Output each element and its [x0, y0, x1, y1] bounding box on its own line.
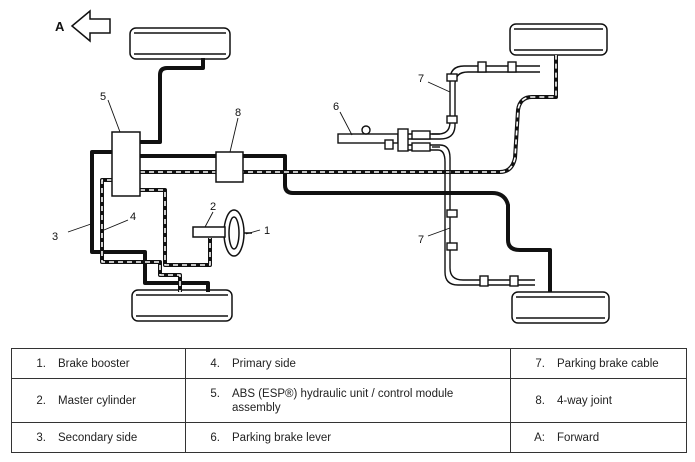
- legend-table: 1. Brake booster 4. Primary side 7. Parking…: [11, 348, 687, 453]
- legend-cell: 1. Brake booster: [11, 348, 186, 379]
- legend-number: 2.: [36, 394, 46, 407]
- legend-label: Primary side: [232, 357, 296, 370]
- wheel-rear-left: [131, 289, 233, 322]
- legend-cell: 7. Parking brake cable: [510, 348, 687, 379]
- legend-number: 4.: [210, 357, 220, 370]
- callout-2: 2: [210, 201, 216, 213]
- legend-cell: 5. ABS (ESP®) hydraulic unit / control mo…: [185, 378, 511, 423]
- callout-leaders: [67, 81, 451, 237]
- callout-8: 8: [235, 107, 241, 119]
- callout-7-bottom: 7: [418, 234, 424, 246]
- four-way-joint: [215, 151, 244, 183]
- legend-label: 4-way joint: [557, 394, 612, 407]
- abs-hydraulic-unit: [111, 131, 141, 197]
- legend-row: 2. Master cylinder 5. ABS (ESP®) hydraulic…: [11, 378, 687, 423]
- legend-cell: 8. 4-way joint: [510, 378, 687, 423]
- solid-brake-lines: [90, 58, 552, 292]
- legend-number: 5.: [210, 387, 220, 400]
- legend-number: 3.: [36, 431, 46, 444]
- legend-number: A:: [534, 431, 545, 444]
- callout-6: 6: [333, 101, 339, 113]
- forward-letter: A: [55, 19, 65, 34]
- brake-system-diagram: A: [52, 9, 610, 324]
- callout-numbers: 1 2 3 4 5 6 7 7 8: [52, 73, 424, 246]
- forward-arrow: A: [55, 9, 111, 43]
- legend-label: Master cylinder: [58, 394, 136, 407]
- legend-number: 1.: [36, 357, 46, 370]
- legend-row: 1. Brake booster 4. Primary side 7. Parking…: [11, 348, 687, 379]
- legend-cell: 4. Primary side: [185, 348, 511, 379]
- legend-number: 6.: [210, 431, 220, 444]
- legend-number: 8.: [535, 394, 545, 407]
- legend-label: Secondary side: [58, 431, 138, 444]
- legend-label: Brake booster: [58, 357, 130, 370]
- legend-cell: A: Forward: [510, 422, 687, 453]
- wheels: [129, 23, 610, 324]
- callout-7-top: 7: [418, 73, 424, 85]
- callout-3: 3: [52, 231, 58, 243]
- callout-4: 4: [130, 211, 136, 223]
- wheel-front-left: [129, 27, 231, 60]
- dashed-brake-lines: [100, 55, 558, 292]
- callout-1: 1: [264, 225, 270, 237]
- legend-cell: 3. Secondary side: [11, 422, 186, 453]
- legend-label: Forward: [557, 431, 600, 444]
- brake-booster: [223, 209, 252, 257]
- legend-label: Parking brake lever: [232, 431, 332, 444]
- legend-row: 3. Secondary side 6. Parking brake lever A…: [11, 422, 687, 453]
- callout-5: 5: [100, 91, 106, 103]
- parking-brake-cables: [400, 61, 540, 287]
- wheel-front-right: [509, 23, 608, 56]
- master-cylinder: [192, 226, 226, 238]
- legend-cell: 2. Master cylinder: [11, 378, 186, 423]
- parking-brake-lever: [337, 125, 440, 152]
- legend-cell: 6. Parking brake lever: [185, 422, 511, 453]
- legend-number: 7.: [535, 357, 545, 370]
- legend-label: ABS (ESP®) hydraulic unit / control modu…: [232, 387, 454, 414]
- legend-label: Parking brake cable: [557, 357, 659, 370]
- wheel-rear-right: [511, 291, 610, 324]
